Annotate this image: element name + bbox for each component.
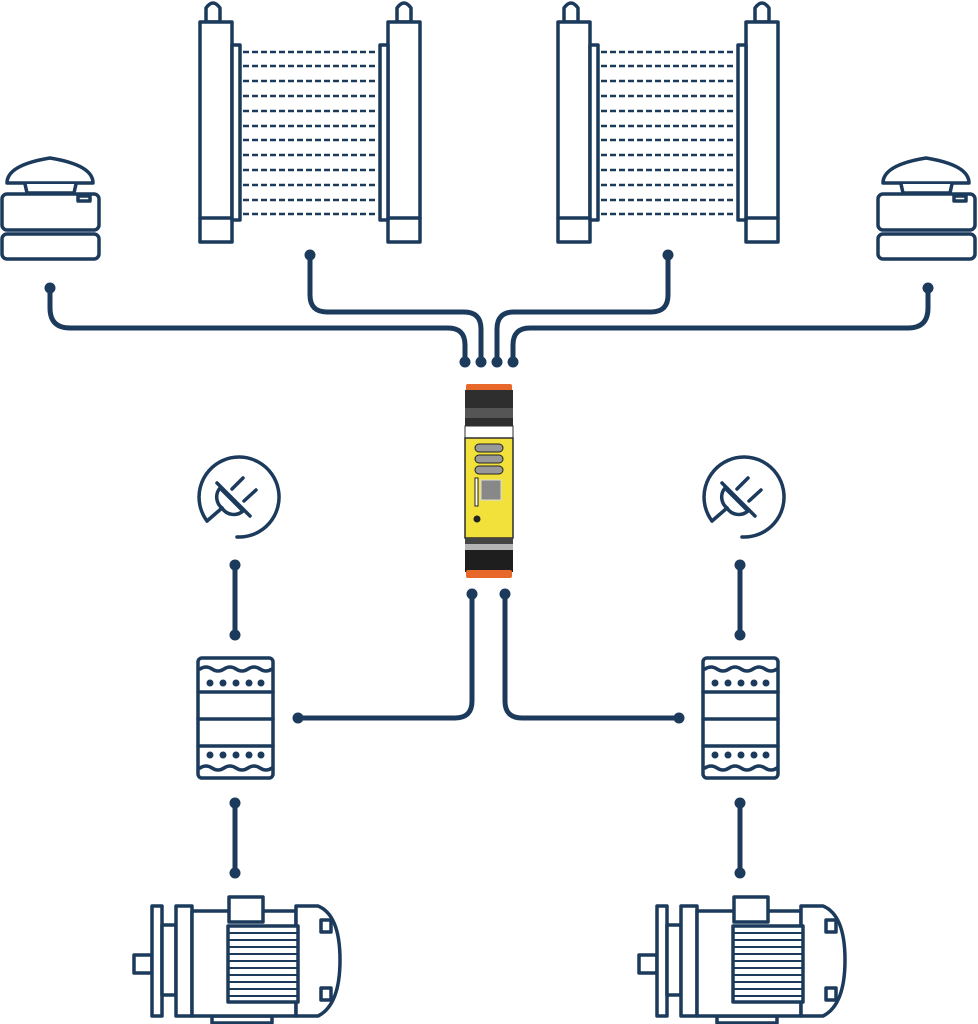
emergency-stop-right-icon: [876, 156, 977, 261]
input-wiring: [44, 249, 934, 368]
contactor-right-icon: [701, 656, 780, 780]
power-plug-right-icon: [702, 455, 786, 539]
safety-controller-icon: [464, 384, 514, 578]
power-plug-left-icon: [197, 455, 281, 539]
light-curtain-right-icon: [556, 1, 780, 244]
light-curtain-left-icon: [198, 1, 422, 244]
contactor-left-icon: [196, 656, 275, 780]
emergency-stop-left-icon: [0, 156, 101, 261]
motor-left-icon: [132, 895, 342, 1024]
motor-right-icon: [637, 895, 847, 1024]
output-wiring: [229, 559, 746, 879]
